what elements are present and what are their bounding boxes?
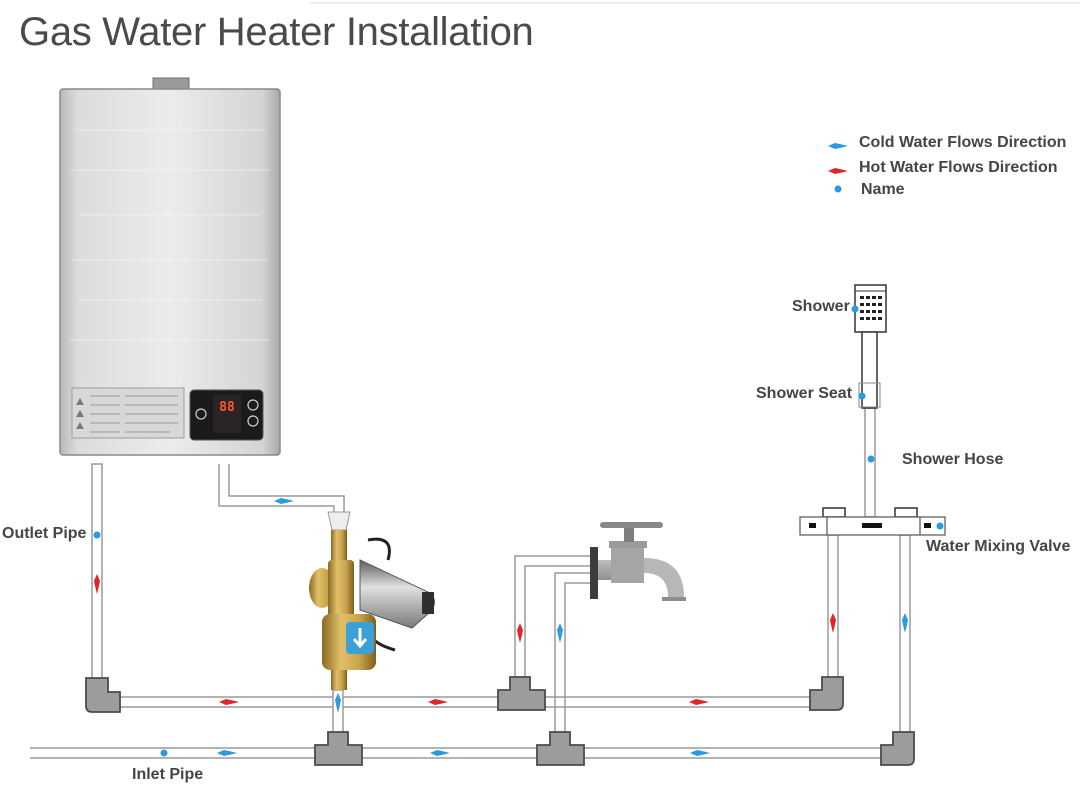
faucet-spindle	[624, 527, 634, 542]
name-dot-shower	[851, 305, 859, 313]
fittings	[85, 676, 915, 766]
circulation-pump	[309, 511, 435, 690]
label-shower-seat: Shower Seat	[756, 385, 853, 402]
valve-cold-pipe	[899, 534, 911, 734]
page-title: Gas Water Heater Installation	[19, 10, 534, 54]
label-inlet-pipe: Inlet Pipe	[132, 766, 204, 783]
faucet-body	[611, 545, 644, 583]
power-button-icon[interactable]	[195, 408, 207, 420]
hot-elbow-valve	[809, 676, 844, 711]
hot-flow-arrow-icon	[94, 574, 100, 594]
faucet-handle[interactable]	[600, 522, 663, 528]
faucet-hot-pipe	[514, 555, 592, 678]
shower-head	[854, 284, 887, 333]
pump-inlet-fitting	[331, 530, 347, 560]
faucet-bonnet	[609, 541, 647, 548]
valve-hot-pipe	[827, 534, 839, 679]
heater-exhaust-pipe	[152, 77, 190, 91]
label-shower-hose: Shower Hose	[902, 451, 1004, 468]
legend-hot: Hot Water Flows Direction	[859, 159, 1058, 176]
label-text-lines	[90, 395, 178, 433]
faucet-wall-flange	[590, 547, 598, 599]
pump-motor-cap	[422, 592, 434, 614]
faucet-spout	[644, 558, 684, 597]
name-dot-shower-hose	[867, 455, 875, 463]
pump-valve-body	[328, 560, 354, 620]
shower	[854, 284, 887, 409]
top-divider-line	[310, 2, 1080, 4]
legend-name: Name	[861, 181, 905, 198]
temp-up-button-icon[interactable]	[247, 399, 259, 411]
legend-cold: Cold Water Flows Direction	[859, 134, 1067, 151]
outlet-elbow	[85, 677, 121, 713]
label-shower: Shower	[792, 298, 850, 315]
faucet-cold-pipe	[554, 572, 592, 733]
valve-handle-left[interactable]	[822, 507, 846, 518]
hot-flow-arrow-icon	[517, 623, 523, 643]
faucet	[590, 522, 686, 601]
hot-flow-arrow-icon	[830, 613, 836, 633]
hot-flow-arrow-icon	[219, 699, 239, 705]
hot-flow-arrow-icon	[689, 699, 709, 705]
water-mixing-valve	[799, 507, 946, 536]
legend-cold-arrow-icon	[828, 143, 848, 149]
cold-flow-arrow-icon	[557, 623, 563, 643]
shower-hose-pipe	[864, 407, 876, 518]
heater-body	[59, 88, 281, 456]
cold-flow-arrow-icon	[430, 750, 450, 756]
gas-water-heater: 88	[59, 77, 281, 456]
cold-main-pipe	[30, 747, 882, 759]
temp-down-button-icon[interactable]	[247, 415, 259, 427]
cold-flow-arrow-icon	[902, 613, 908, 633]
shower-handle	[861, 331, 878, 409]
shower-nozzle-grid	[860, 296, 882, 320]
label-outlet-pipe: Outlet Pipe	[2, 525, 87, 542]
cold-flow-arrow-icon	[274, 498, 294, 504]
pump-inlet-nut	[327, 511, 351, 531]
hot-main-pipe	[120, 696, 812, 708]
valve-handle-right[interactable]	[894, 507, 918, 518]
pump-down-arrow-icon	[352, 628, 368, 649]
name-dot-shower-seat	[858, 392, 866, 400]
cold-elbow-valve	[880, 731, 915, 766]
pump-outlet-fitting	[331, 670, 347, 690]
name-dot-outlet-pipe	[93, 531, 101, 539]
cold-flow-arrow-icon	[690, 750, 710, 756]
name-markers	[93, 305, 944, 757]
faucet-hot-tee	[497, 676, 546, 711]
label-water-mixing-valve: Water Mixing Valve	[926, 538, 1071, 555]
name-dot-inlet-pipe	[160, 749, 168, 757]
cold-flow-arrow-icon	[217, 750, 237, 756]
cold-flow-arrow-icon	[335, 693, 341, 713]
legend-name-dot-icon	[834, 185, 842, 193]
heater-display	[213, 395, 241, 433]
name-dot-mixing-valve	[936, 522, 944, 530]
pipes	[30, 407, 911, 759]
warning-icon	[76, 398, 84, 429]
faucet-cold-tee	[536, 731, 585, 766]
heater-display-readout: 88	[219, 400, 235, 415]
outlet-pipe-vertical	[91, 463, 103, 680]
brushed-texture	[70, 129, 270, 341]
faucet-spout-tip	[662, 597, 686, 601]
heater-inlet-pipe	[218, 464, 345, 520]
legend-markers	[828, 143, 848, 193]
legend-hot-arrow-icon	[828, 168, 848, 174]
pump-tee	[314, 731, 363, 766]
hot-flow-arrow-icon	[428, 699, 448, 705]
